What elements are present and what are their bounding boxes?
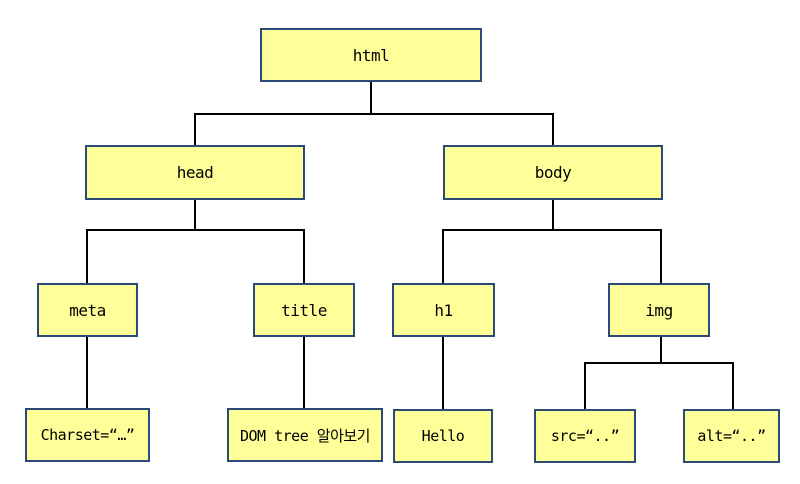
connector-meta-drop <box>86 229 88 283</box>
connector-src-drop <box>584 362 586 409</box>
node-charset-value: Charset=“…” <box>25 408 150 462</box>
node-img-label: img <box>645 300 673 320</box>
node-h1: h1 <box>392 283 495 337</box>
connector-head-bar <box>86 229 305 231</box>
connector-title-stem <box>303 337 305 408</box>
connector-body-bar <box>442 229 662 231</box>
node-title: title <box>253 283 355 337</box>
node-meta: meta <box>37 283 138 337</box>
connector-img-drop <box>660 229 662 283</box>
node-src-value-label: src=“..” <box>550 427 620 445</box>
connector-body-drop <box>552 113 554 145</box>
connector-level1-bar <box>194 113 554 115</box>
connector-h1-drop <box>442 229 444 283</box>
connector-img-bar <box>584 362 734 364</box>
node-html-label: html <box>352 45 390 65</box>
node-body: body <box>443 145 663 200</box>
node-h1-label: h1 <box>434 300 453 320</box>
connector-body-stem <box>552 200 554 231</box>
connector-alt-drop <box>732 362 734 409</box>
node-head: head <box>85 145 305 200</box>
node-body-label: body <box>534 163 572 182</box>
connector-h1-stem <box>442 337 444 409</box>
node-html: html <box>260 28 482 82</box>
connector-html-stem <box>370 82 372 115</box>
node-title-text: DOM tree 알아보기 <box>227 408 383 462</box>
node-meta-label: meta <box>69 300 106 320</box>
node-alt-value-label: alt=“..” <box>697 427 766 445</box>
node-title-text-label: DOM tree 알아보기 <box>240 426 370 445</box>
connector-img-stem <box>660 337 662 364</box>
connector-head-stem <box>194 200 196 231</box>
connector-meta-stem <box>86 337 88 408</box>
node-src-value: src=“..” <box>534 409 636 463</box>
node-h1-text: Hello <box>393 409 493 463</box>
node-img: img <box>608 283 710 337</box>
connector-head-drop <box>194 113 196 145</box>
connector-title-drop <box>303 229 305 283</box>
node-h1-text-label: Hello <box>421 427 465 445</box>
node-alt-value: alt=“..” <box>683 409 780 463</box>
node-head-label: head <box>176 163 214 182</box>
node-title-label: title <box>281 300 327 320</box>
node-charset-value-label: Charset=“…” <box>40 426 135 444</box>
